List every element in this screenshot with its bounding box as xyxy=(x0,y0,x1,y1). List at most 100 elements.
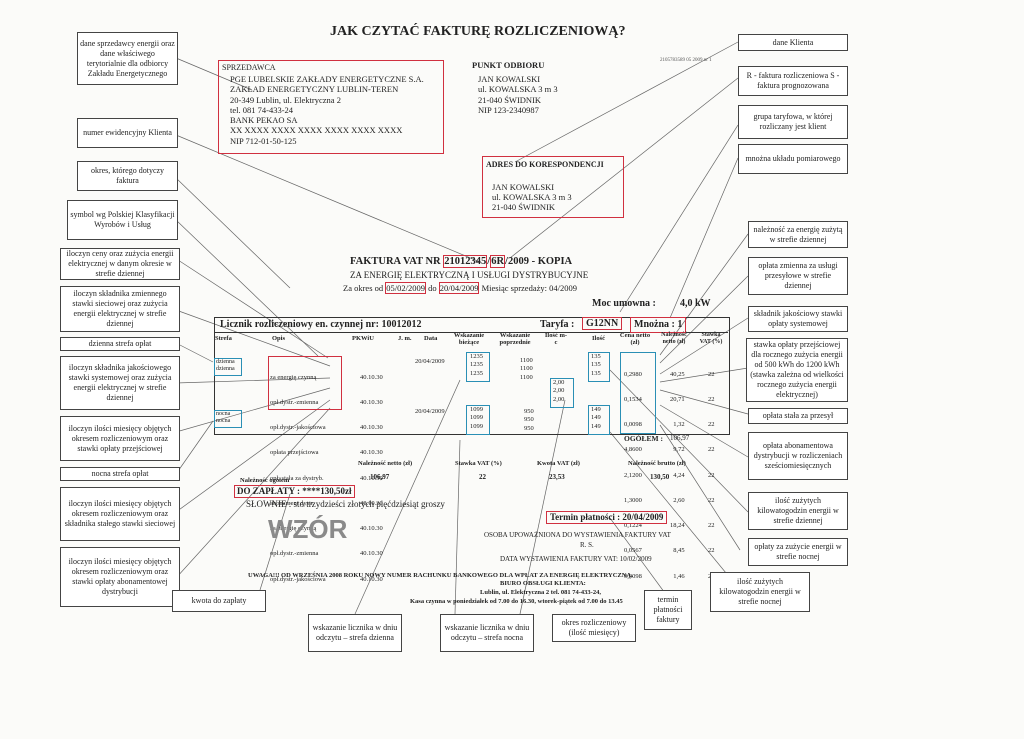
receiver-line: JAN KOWALSKI xyxy=(478,74,541,84)
office-hours: Kasa czynna w poniedziałek od 7.00 do 16… xyxy=(410,598,623,605)
seller-line: XX XXXX XXXX XXXX XXXX XXXX XXXX xyxy=(230,125,403,136)
summary-net-label: Należność netto (zł) xyxy=(358,460,413,467)
note-night-kwh: ilość zużytych kilowatogodzin energii w … xyxy=(710,572,810,612)
issue-date: DATA WYSTAWIENIA FAKTURY VAT: 10/02/2009 xyxy=(500,555,652,563)
zone-day-label: dzienna xyxy=(216,366,235,372)
qty-day-box xyxy=(588,352,610,382)
correspondence-heading: ADRES DO KORESPONDENCJI xyxy=(486,160,604,169)
barcode-text: 2105783589 05 2009 nr 1 xyxy=(660,58,712,63)
current-day-cell: 1235 xyxy=(470,353,483,360)
qty-night-cell: 149 xyxy=(591,414,601,422)
months-cell: 2,00 xyxy=(553,395,565,403)
net-cell: 8,45 xyxy=(673,547,685,555)
office-address: Lublin, ul. Elektryczna 2 tel. 081 74-43… xyxy=(480,589,601,596)
total-label: OGÓŁEM : xyxy=(624,434,663,443)
receiver-heading: PUNKT ODBIORU xyxy=(472,60,545,70)
receiver-lines: JAN KOWALSKI ul. KOWALSKA 3 m 3 21-040 Ś… xyxy=(478,74,558,115)
summary-gross-label: Należność brutto (zł) xyxy=(628,460,686,467)
date-day: 20/04/2009 xyxy=(415,358,445,365)
correspondence-box xyxy=(482,156,624,218)
zone-night-box xyxy=(214,410,242,428)
period-to: 20/04/2009 xyxy=(438,282,480,294)
qty-day-cell: 135 xyxy=(591,369,601,377)
note-payment-term: termin płatności faktury xyxy=(644,590,692,630)
header-pkwiu: PKWiU xyxy=(352,335,374,342)
qty-night-cell: 149 xyxy=(591,422,601,430)
note-invoice-period: okres, którego dotyczy faktura xyxy=(77,161,178,191)
previous-night-cell: 950 xyxy=(524,416,534,424)
previous-day-cell: 1100 xyxy=(520,365,533,373)
net-cell: 1,46 xyxy=(673,572,685,580)
page-title: JAK CZYTAĆ FAKTURĘ ROZLICZENIOWĄ? xyxy=(330,24,626,39)
note-transition-fee: iloczyn ilości miesięcy objętych okresem… xyxy=(60,416,180,461)
header-months: Ilość m-c xyxy=(544,332,568,346)
correspondence-line: ul. KOWALSKA 3 m 3 xyxy=(492,192,572,202)
vat-cell: 22 xyxy=(708,421,715,429)
header-net: Należność netto (zł) xyxy=(661,332,687,345)
months-cell: 2,00 xyxy=(553,387,565,395)
desc-cell: abonament dystr. xyxy=(270,499,315,507)
current-night-cell: 1099 xyxy=(470,406,483,413)
multiplier-box: Mnożna : 1 xyxy=(630,317,687,333)
pkwiu-cell: 40.10.30 xyxy=(360,525,383,533)
to-pay: DO ZAPŁATY : ****130,50zł xyxy=(234,485,355,498)
note-multiplier: mnożna układu pomiarowego xyxy=(738,144,848,174)
note-amount-due: kwota do zapłaty xyxy=(172,590,266,612)
net-cell: 4,24 xyxy=(673,471,685,479)
date-night: 20/04/2009 xyxy=(415,408,445,415)
pkwiu-cell: 40.10.30 xyxy=(360,399,383,407)
pkwiu-cell: 40.10.30 xyxy=(360,424,383,432)
net-cell: 1,32 xyxy=(673,421,685,429)
multiplier-label: Mnożna : xyxy=(634,319,675,330)
header-vat: Stawka VAT (%) xyxy=(699,332,723,345)
qty-night-cell: 149 xyxy=(591,406,601,413)
price-cell: 4,8600 xyxy=(624,446,642,454)
correspondence-line: JAN KOWALSKI xyxy=(492,182,555,192)
header-unit: J. m. xyxy=(398,335,412,342)
total-value: 106,97 xyxy=(670,434,690,442)
desc-cell: opł.dystr.-jakościowa xyxy=(270,424,326,432)
summary-vat-rate-label: Stawka VAT (%) xyxy=(455,460,502,467)
correspondence-line: 21-040 ŚWIDNIK xyxy=(492,202,556,212)
note-transition-rate: stawka opłaty przejściowej dla rocznego … xyxy=(746,338,848,402)
previous-night-cell: 950 xyxy=(524,408,534,415)
price-cell: 2,1200 xyxy=(624,471,642,479)
period-prefix: Za okres od xyxy=(343,283,386,293)
desc-cell: opł.dystr.-zmienna xyxy=(270,550,319,558)
table-divider xyxy=(214,332,728,333)
note-tariff-group: grupa taryfowa, w której rozliczany jest… xyxy=(738,105,848,139)
header-zone: Strefa xyxy=(215,335,232,342)
note-subscription-fee: iloczyn ilości miesięcy objętych okresem… xyxy=(60,547,180,607)
net-cell: 2,60 xyxy=(673,496,685,504)
current-night-box xyxy=(466,405,490,435)
price-cell: 0,2980 xyxy=(624,370,642,378)
note-system-quality: składnik jakościowy stawki opłaty system… xyxy=(748,306,848,332)
price-cell: 0,1534 xyxy=(624,396,642,404)
price-box xyxy=(620,352,656,434)
zone-night-label: nocna xyxy=(216,411,231,417)
note-day-variable: iloczyn składnika zmiennego stawki sieci… xyxy=(60,286,180,332)
header-current: Wskazanie bieżące xyxy=(453,332,485,346)
desc-column: za energię czynną opł.dystr.-zmienna opł… xyxy=(270,357,326,592)
months-cell: 2,00 xyxy=(553,379,565,386)
authorized-person: OSOBA UPOWAŻNIONA DO WYSTAWIENIA FAKTURY… xyxy=(484,531,671,539)
meter-label: Licznik rozliczeniowy en. czynnej nr: 10… xyxy=(220,319,422,330)
note-subscription: opłata abonamentowa dystrybucji w rozlic… xyxy=(748,432,848,480)
current-day-box xyxy=(466,352,490,382)
invoice-suffix: /2009 - KOPIA xyxy=(505,256,573,267)
tariff-value: G12NN xyxy=(582,317,623,330)
note-day-reading: wskazanie licznika w dniu odczytu – stre… xyxy=(308,614,402,652)
pkwiu-cell: 40.10.30 xyxy=(360,449,383,457)
seller-line: NIP 712-01-50-125 xyxy=(230,135,297,146)
desc-cell: opł. stała za dystryb. xyxy=(270,474,324,482)
office-heading: BIURO OBSŁUGI KLIENTA: xyxy=(500,580,586,587)
invoice-prefix: FAKTURA VAT NR xyxy=(350,256,444,267)
header-qty: Ilość xyxy=(592,335,605,342)
receiver-line: 21-040 ŚWIDNIK xyxy=(478,94,542,105)
vat-cell: 22 xyxy=(708,547,715,555)
qty-night-box xyxy=(588,405,610,435)
qty-day-cell: 135 xyxy=(591,361,601,369)
previous-day-cell: 1100 xyxy=(520,357,533,364)
